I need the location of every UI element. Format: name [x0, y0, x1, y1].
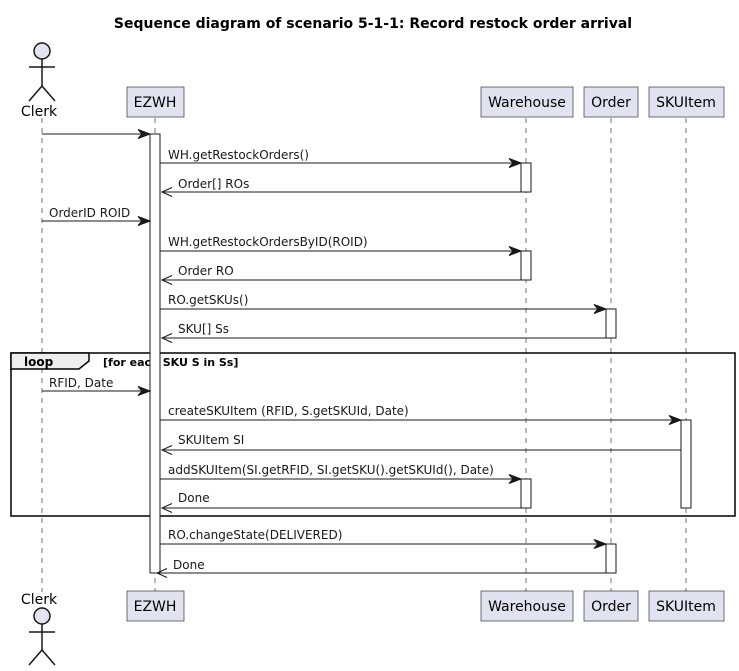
participant-order: Order [583, 86, 639, 118]
svg-text:Clerk: Clerk [21, 104, 58, 120]
actor-clerk-footer: Clerk [21, 592, 58, 666]
svg-text:RFID, Date: RFID, Date [49, 376, 113, 390]
activation-ezwh [149, 133, 161, 574]
message-arrow: WH.getRestockOrdersByID(ROID) [160, 235, 523, 256]
svg-text:Order: Order [591, 95, 631, 111]
participant-skuitem: SKUItem [648, 86, 725, 118]
svg-text:addSKUItem(SI.getRFID, SI.getS: addSKUItem(SI.getRFID, SI.getSKU().getSK… [168, 463, 494, 477]
return-arrow: SKUItem SI [160, 433, 681, 455]
activation-order [605, 308, 617, 339]
loop-condition: [for each SKU S in Ss] [103, 356, 238, 369]
participant-ezwh-footer: EZWH [126, 590, 185, 622]
svg-text:Order[] ROs: Order[] ROs [178, 177, 249, 191]
return-arrow: Done [155, 558, 606, 578]
return-arrow: Done [160, 491, 521, 513]
svg-text:WH.getRestockOrders(): WH.getRestockOrders() [168, 148, 309, 162]
svg-text:Order: Order [591, 599, 631, 615]
svg-text:RO.changeState(DELIVERED): RO.changeState(DELIVERED) [168, 528, 342, 542]
participant-warehouse: Warehouse [480, 86, 574, 118]
message-arrow: RO.getSKUs() [160, 293, 608, 314]
participant-ezwh: EZWH [126, 86, 185, 118]
activation-skuitem [680, 419, 692, 509]
message-arrow: RFID, Date [42, 376, 152, 396]
svg-text:Done: Done [178, 491, 210, 505]
svg-text:Clerk: Clerk [21, 592, 58, 608]
loop-keyword: loop [24, 355, 54, 369]
svg-text:Done: Done [173, 558, 205, 572]
message-arrow: OrderID ROID [42, 206, 152, 226]
svg-text:SKUItem: SKUItem [656, 599, 716, 615]
participant-warehouse-footer: Warehouse [480, 590, 574, 622]
message-arrow: RO.changeState(DELIVERED) [160, 528, 608, 549]
participant-skuitem-footer: SKUItem [648, 590, 725, 622]
message-arrow: createSKUItem (RFID, S.getSKUId, Date) [160, 404, 683, 425]
activation-order [605, 543, 617, 574]
svg-text:OrderID ROID: OrderID ROID [49, 206, 130, 220]
message-arrow: WH.getRestockOrders() [160, 148, 523, 168]
svg-text:Order RO: Order RO [178, 264, 234, 278]
svg-text:Warehouse: Warehouse [488, 95, 566, 111]
svg-text:SKU[] Ss: SKU[] Ss [178, 322, 229, 336]
return-arrow: SKU[] Ss [160, 322, 606, 343]
svg-text:EZWH: EZWH [134, 95, 177, 111]
svg-text:EZWH: EZWH [134, 599, 177, 615]
svg-text:Warehouse: Warehouse [488, 599, 566, 615]
svg-text:SKUItem SI: SKUItem SI [178, 433, 244, 447]
actor-icon [28, 42, 56, 102]
svg-text:SKUItem: SKUItem [656, 95, 716, 111]
actor-icon [28, 607, 56, 666]
activation-warehouse [520, 162, 532, 193]
loop-fragment: loop [for each SKU S in Ss] [10, 352, 736, 517]
svg-text:WH.getRestockOrdersByID(ROID): WH.getRestockOrdersByID(ROID) [168, 235, 368, 249]
message-arrow: addSKUItem(SI.getRFID, SI.getSKU().getSK… [160, 463, 523, 484]
svg-text:RO.getSKUs(): RO.getSKUs() [168, 293, 248, 307]
diagram-title: Sequence diagram of scenario 5-1-1: Reco… [114, 16, 632, 32]
participant-order-footer: Order [583, 590, 639, 622]
activation-warehouse [520, 250, 532, 281]
return-arrow: Order[] ROs [160, 177, 521, 197]
message-arrow [42, 129, 152, 139]
activation-warehouse [520, 478, 532, 509]
return-arrow: Order RO [160, 264, 521, 285]
actor-clerk: Clerk [21, 42, 58, 120]
svg-text:createSKUItem (RFID, S.getSKUI: createSKUItem (RFID, S.getSKUId, Date) [168, 404, 409, 418]
